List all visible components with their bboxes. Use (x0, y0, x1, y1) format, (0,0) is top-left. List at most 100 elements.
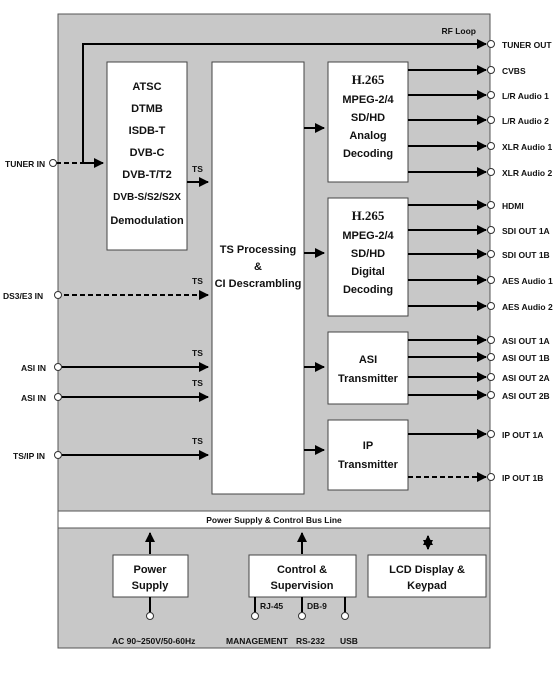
label-tuner-out: TUNER OUT (502, 40, 552, 50)
demod-dtmb: DTMB (131, 103, 163, 115)
ds3-in-port (54, 291, 62, 299)
tuner-in-label: TUNER IN (5, 159, 45, 169)
analog-line2: SD/HD (351, 112, 385, 124)
label-hdmi: HDMI (502, 201, 524, 211)
digital-codec: H.265 (352, 208, 385, 223)
digital-line2: SD/HD (351, 248, 385, 260)
ts-processing-line3: CI Descrambling (215, 278, 302, 290)
demod-dvbs: DVB-S/S2/S2X (113, 192, 181, 203)
label-aes1: AES Audio 1 (502, 276, 553, 286)
asi-tx-line2: Transmitter (338, 373, 399, 385)
control-line1: Control & (277, 564, 327, 576)
port-sdi1b (487, 250, 495, 258)
port-sdi1a (487, 226, 495, 234)
ts-processing-block (211, 61, 305, 495)
ts-processing-line2: & (254, 261, 262, 273)
port-asi2a (487, 373, 495, 381)
ip-tx-line1: IP (363, 440, 373, 452)
demod-dvbc: DVB-C (130, 147, 165, 159)
tsip-in-label: TS/IP IN (13, 451, 45, 461)
ts-label-asi-2: TS (192, 378, 203, 388)
ts-label-asi-1: TS (192, 348, 203, 358)
port-xlr1 (487, 142, 495, 150)
port-ip1b (487, 473, 495, 481)
label-cvbs: CVBS (502, 66, 526, 76)
analog-decoding-block (327, 61, 409, 183)
asi-in-1-port (54, 363, 62, 371)
label-asi2b: ASI OUT 2B (502, 391, 550, 401)
digital-outputs (408, 200, 487, 311)
control-supervision-block (248, 554, 357, 598)
power-line1: Power (133, 564, 167, 576)
db9-label: DB-9 (307, 601, 327, 611)
label-sdi1a: SDI OUT 1A (502, 226, 550, 236)
ip-tx-line2: Transmitter (338, 459, 399, 471)
asi-in-2-label: ASI IN (21, 393, 46, 403)
port-asi1b (487, 353, 495, 361)
port-cvbs (487, 66, 495, 74)
usb-port (341, 612, 349, 620)
analog-codec: H.265 (352, 72, 385, 87)
usb-label: USB (340, 636, 358, 646)
asi-tx-line1: ASI (359, 354, 377, 366)
port-ip1a (487, 430, 495, 438)
management-label: MANAGEMENT (226, 636, 289, 646)
port-asi1a (487, 336, 495, 344)
digital-decoding-block (327, 197, 409, 317)
lcd-keypad-block (367, 554, 487, 598)
digital-line3: Digital (351, 266, 385, 278)
port-lr1 (487, 91, 495, 99)
bus-line-label: Power Supply & Control Bus Line (206, 515, 342, 525)
lcd-line1: LCD Display & (389, 564, 465, 576)
management-port (251, 612, 259, 620)
port-aes2 (487, 302, 495, 310)
demod-dvbt: DVB-T/T2 (122, 169, 172, 181)
ts-label-ds3: TS (192, 276, 203, 286)
bus-line (57, 510, 491, 529)
ac-port (146, 612, 154, 620)
analog-line4: Decoding (343, 148, 393, 160)
rs232-label: RS-232 (296, 636, 325, 646)
demod-isdbt: ISDB-T (129, 125, 166, 137)
port-lr2 (487, 116, 495, 124)
tuner-in-port (49, 159, 57, 167)
label-asi1b: ASI OUT 1B (502, 353, 550, 363)
demod-label: Demodulation (110, 215, 184, 227)
label-xlr1: XLR Audio 1 (502, 142, 552, 152)
label-ip1a: IP OUT 1A (502, 430, 543, 440)
label-lr2: L/R Audio 2 (502, 116, 549, 126)
rf-loop-line (82, 39, 487, 163)
port-xlr2 (487, 168, 495, 176)
analog-line3: Analog (349, 130, 386, 142)
output-ports (487, 40, 495, 481)
ds3-in-label: DS3/E3 IN (3, 291, 43, 301)
demod-atsc: ATSC (132, 81, 161, 93)
demodulation-block (106, 61, 188, 251)
rf-loop-label: RF Loop (442, 26, 476, 36)
power-supply-block (112, 554, 189, 598)
asi-in-1-label: ASI IN (21, 363, 46, 373)
rs232-port (298, 612, 306, 620)
asi-transmitter-block (327, 331, 409, 405)
label-asi2a: ASI OUT 2A (502, 373, 550, 383)
port-tuner-out (487, 40, 495, 48)
tsip-in-port (54, 451, 62, 459)
port-hdmi (487, 201, 495, 209)
analog-line1: MPEG-2/4 (342, 94, 394, 106)
rj45-label: RJ-45 (260, 601, 283, 611)
label-aes2: AES Audio 2 (502, 302, 553, 312)
ts-label-demod: TS (192, 164, 203, 174)
ts-label-tsip: TS (192, 436, 203, 446)
asi-outputs (408, 335, 487, 400)
digital-line4: Decoding (343, 284, 393, 296)
port-asi2b (487, 391, 495, 399)
label-ip1b: IP OUT 1B (502, 473, 543, 483)
asi-in-2-port (54, 393, 62, 401)
ac-label: AC 90~250V/50-60Hz (112, 636, 195, 646)
label-asi1a: ASI OUT 1A (502, 336, 550, 346)
lcd-line2: Keypad (407, 580, 447, 592)
digital-line1: MPEG-2/4 (342, 230, 394, 242)
ts-processing-line1: TS Processing (220, 244, 296, 256)
analog-outputs (408, 65, 487, 177)
